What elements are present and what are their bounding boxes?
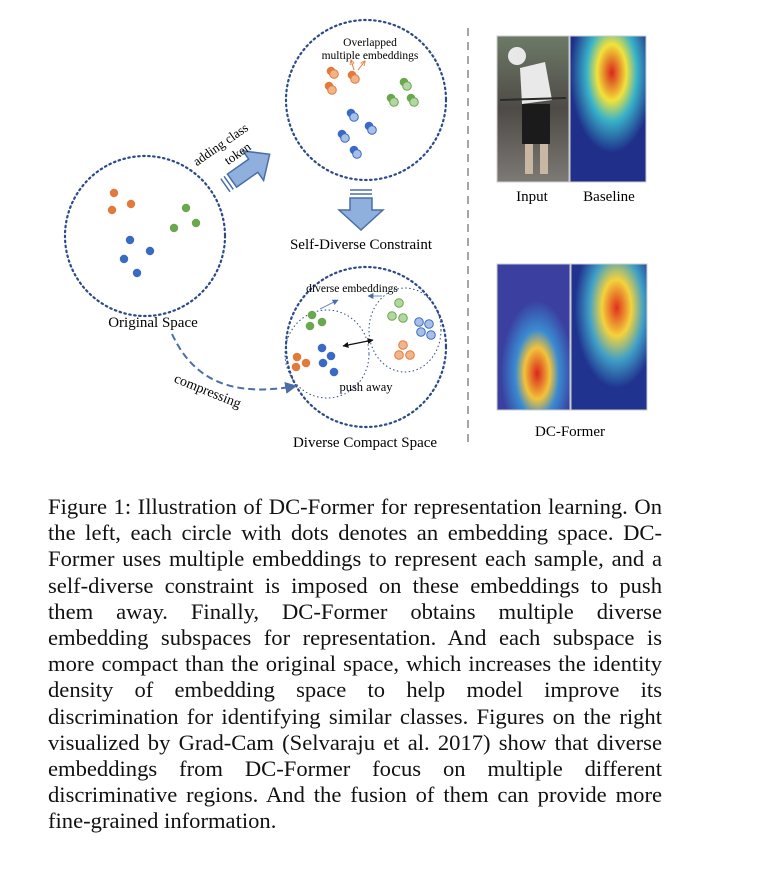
diverse-compact-space-circle bbox=[284, 265, 448, 429]
original-space-label: Original Space bbox=[108, 315, 198, 331]
dc-former-label: DC-Former bbox=[535, 424, 605, 440]
overlapped-label-line1: Overlapped bbox=[343, 37, 397, 49]
figure-1: Original Space adding class token Overla… bbox=[63, 18, 648, 451]
diverse-embeddings-label: diverse embeddings bbox=[306, 283, 398, 295]
input-image bbox=[496, 35, 570, 183]
baseline-label: Baseline bbox=[583, 189, 635, 205]
overlapped-label-line2: multiple embeddings bbox=[322, 50, 419, 62]
push-away-label: push away bbox=[339, 380, 393, 394]
adding-class-token-arrow bbox=[220, 150, 271, 193]
figure-caption: Figure 1: Illustration of DC-Former for … bbox=[48, 494, 662, 835]
dc-former-heatmap-1 bbox=[496, 263, 571, 411]
compressing-label: compressing bbox=[172, 372, 243, 412]
caption-text: Figure 1: Illustration of DC-Former for … bbox=[48, 494, 662, 834]
dc-former-heatmap-2 bbox=[570, 263, 648, 411]
input-label: Input bbox=[516, 189, 548, 205]
overlapped-embeddings-circle bbox=[284, 18, 448, 182]
down-arrow-icon bbox=[337, 189, 385, 232]
original-space-circle bbox=[63, 154, 227, 318]
diverse-compact-label: Diverse Compact Space bbox=[293, 435, 437, 451]
compressing-arrow bbox=[171, 333, 298, 394]
baseline-heatmap bbox=[569, 35, 647, 183]
self-diverse-label: Self-Diverse Constraint bbox=[290, 237, 433, 253]
